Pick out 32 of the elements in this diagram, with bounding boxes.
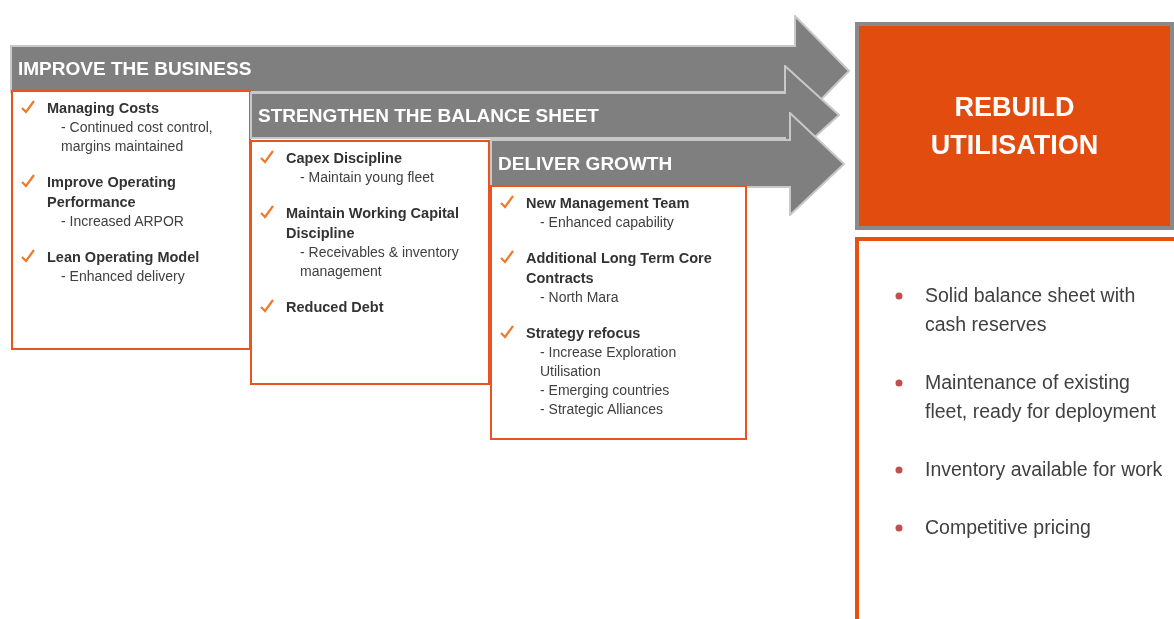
item-detail: - Enhanced capability bbox=[540, 213, 674, 232]
item-title: Maintain Working Capital Discipline bbox=[286, 205, 459, 241]
item-title: Improve Operating Performance bbox=[47, 174, 176, 210]
arrow-label: STRENGTHEN THE BALANCE SHEET bbox=[258, 103, 599, 128]
item-detail: - Receivables & inventory management bbox=[300, 243, 460, 281]
goal-box bbox=[855, 22, 1174, 230]
item-title: Reduced Debt bbox=[286, 299, 384, 315]
arrow-label: DELIVER GROWTH bbox=[498, 151, 673, 176]
item-detail: - Increased ARPOR bbox=[61, 212, 184, 231]
item-detail: - North Mara bbox=[540, 288, 619, 307]
item-detail: - Maintain young fleet bbox=[300, 168, 434, 187]
item-title: Lean Operating Model bbox=[47, 249, 200, 265]
item-detail: - Increase Exploration Utilisation bbox=[540, 343, 678, 381]
arrow-label: IMPROVE THE BUSINESS bbox=[18, 57, 252, 81]
goal-title: REBUILD UTILISATION bbox=[929, 91, 1100, 162]
list-box bbox=[490, 185, 747, 440]
list-box bbox=[250, 140, 490, 385]
item-detail: - Strategic Alliances bbox=[540, 400, 663, 419]
item-title: New Management Team bbox=[526, 195, 690, 211]
item-detail: - Continued cost control, margins maintained bbox=[61, 118, 214, 156]
outcome-text: Maintenance of existing fleet, ready for deployment bbox=[925, 371, 1156, 422]
list-box bbox=[11, 90, 251, 350]
item-detail: - Emerging countries bbox=[540, 381, 670, 400]
outcome-text: Competitive pricing bbox=[925, 516, 1091, 538]
outcome-text: Solid balance sheet with cash reserves bbox=[925, 284, 1136, 335]
outcome-panel bbox=[855, 237, 1174, 619]
item-title: Capex Discipline bbox=[286, 150, 403, 166]
item-title: Additional Long Term Core Contracts bbox=[526, 250, 712, 286]
item-detail: - Enhanced delivery bbox=[61, 267, 185, 286]
item-title: Managing Costs bbox=[47, 100, 159, 116]
outcome-text: Inventory available for work bbox=[925, 458, 1163, 480]
item-title: Strategy refocus bbox=[526, 325, 641, 341]
